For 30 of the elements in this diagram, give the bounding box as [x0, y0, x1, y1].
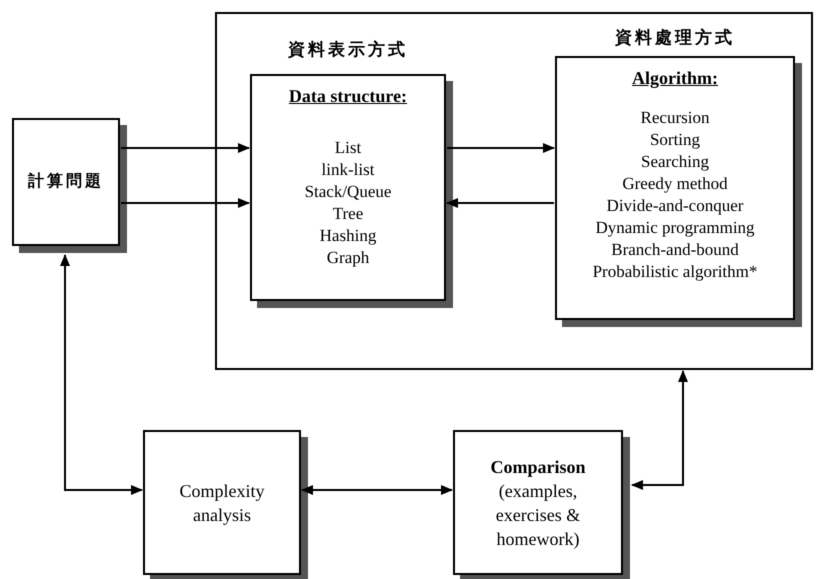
list-item: List — [334, 137, 362, 159]
box-label: 計算問題 — [26, 171, 105, 192]
list-item: Searching — [641, 151, 709, 173]
arrow — [121, 198, 250, 208]
arrow — [446, 198, 554, 208]
list-item: Stack/Queue — [304, 181, 392, 203]
list-item: Dynamic programming — [595, 217, 755, 239]
box-title: Data structure: — [288, 86, 408, 107]
box-label: Comparison — [489, 456, 586, 478]
list-item: Branch-and-bound — [611, 239, 739, 261]
arrow — [60, 254, 143, 495]
arrow — [121, 143, 250, 153]
arrow — [301, 485, 453, 495]
box-label: Complexity analysis — [178, 480, 266, 526]
list-item: Greedy method — [622, 173, 728, 195]
list-item: link-list — [322, 159, 374, 181]
box-label: (examples, exercises & homework) — [494, 480, 582, 550]
list-item: Tree — [332, 203, 364, 225]
arrow — [631, 370, 688, 490]
list-item: Probabilistic algorithm* — [592, 261, 758, 283]
list-item: Hashing — [320, 225, 376, 247]
list-item: Divide-and-conquer — [606, 195, 744, 217]
group-frame — [215, 12, 813, 370]
box-title: Algorithm: — [632, 68, 718, 89]
heading-text: 資料表示方式 — [287, 39, 409, 61]
arrow — [447, 143, 555, 153]
list-item: Sorting — [650, 129, 700, 151]
heading-text: 資料處理方式 — [614, 27, 736, 49]
list-item: Recursion — [640, 107, 710, 129]
list-item: Graph — [326, 247, 370, 269]
